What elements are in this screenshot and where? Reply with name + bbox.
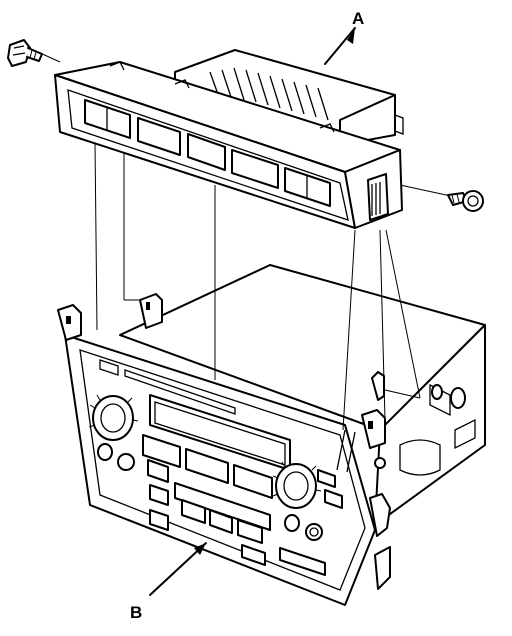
- radio-chassis: [119, 264, 486, 526]
- callout-b: B: [130, 542, 207, 622]
- screw-left: [7, 39, 43, 67]
- label-b: B: [130, 603, 142, 622]
- screw-right: [447, 190, 484, 212]
- callout-a: A: [324, 9, 364, 65]
- alignment-lines: [37, 51, 461, 431]
- right-knob: [272, 461, 323, 541]
- front-bezel-b: [57, 304, 391, 606]
- left-knob: [88, 394, 139, 471]
- control-unit-a: [54, 49, 404, 229]
- label-a: A: [352, 9, 364, 28]
- mounting-clip: [139, 293, 163, 329]
